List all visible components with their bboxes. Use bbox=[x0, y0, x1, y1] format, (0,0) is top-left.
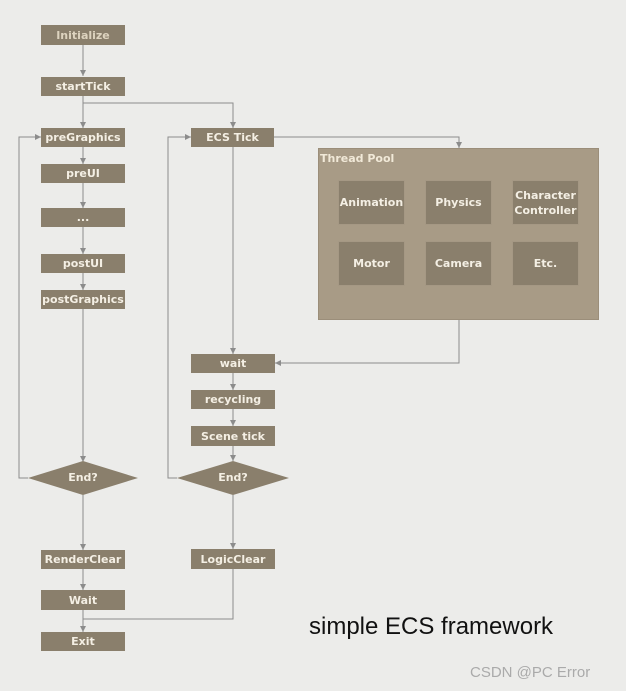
task-physics: Physics bbox=[425, 180, 492, 225]
wait-lower-node: wait bbox=[191, 354, 275, 373]
task-animation: Animation bbox=[338, 180, 405, 225]
end-decision-left-shape bbox=[28, 461, 138, 495]
arrow-logicclear-exit bbox=[83, 569, 234, 620]
pre-ui-node: preUI bbox=[41, 164, 125, 183]
pre-graphics-node: preGraphics bbox=[41, 128, 125, 147]
thread-pool-container bbox=[318, 148, 599, 320]
exit-node: Exit bbox=[41, 632, 125, 651]
arrow-ecstick-threadpool bbox=[274, 136, 462, 148]
scene-tick-node: Scene tick bbox=[191, 426, 275, 446]
initialize-node: Initialize bbox=[41, 25, 125, 45]
wait-node: Wait bbox=[41, 590, 125, 610]
diagram-caption: simple ECS framework bbox=[309, 613, 554, 640]
post-ui-node: postUI bbox=[41, 254, 125, 273]
watermark: CSDN @PC Error bbox=[470, 664, 591, 681]
post-graphics-node: postGraphics bbox=[41, 290, 125, 309]
task-motor: Motor bbox=[338, 241, 405, 286]
recycling-node: recycling bbox=[191, 390, 275, 409]
render-clear-node: RenderClear bbox=[41, 550, 125, 569]
arrow-end-loop-right bbox=[167, 134, 191, 479]
task-camera: Camera bbox=[425, 241, 492, 286]
ecs-tick-node: ECS Tick bbox=[191, 128, 274, 147]
logic-clear-node: LogicClear bbox=[191, 549, 275, 569]
thread-pool-title: Thread Pool bbox=[320, 152, 395, 165]
start-tick-node: startTick bbox=[41, 77, 125, 96]
ellipsis-node: ... bbox=[41, 208, 125, 227]
task-etc: Etc. bbox=[512, 241, 579, 286]
arrow-threadpool-wait bbox=[275, 320, 460, 366]
end-decision-left-label: End? bbox=[68, 471, 98, 484]
arrow-end-loop-left bbox=[18, 134, 41, 479]
task-character-controller: Character Controller bbox=[512, 180, 579, 225]
end-decision-right-label: End? bbox=[218, 471, 248, 484]
arrow-starttick-ecstick bbox=[83, 102, 236, 128]
end-decision-right-shape bbox=[177, 461, 289, 495]
